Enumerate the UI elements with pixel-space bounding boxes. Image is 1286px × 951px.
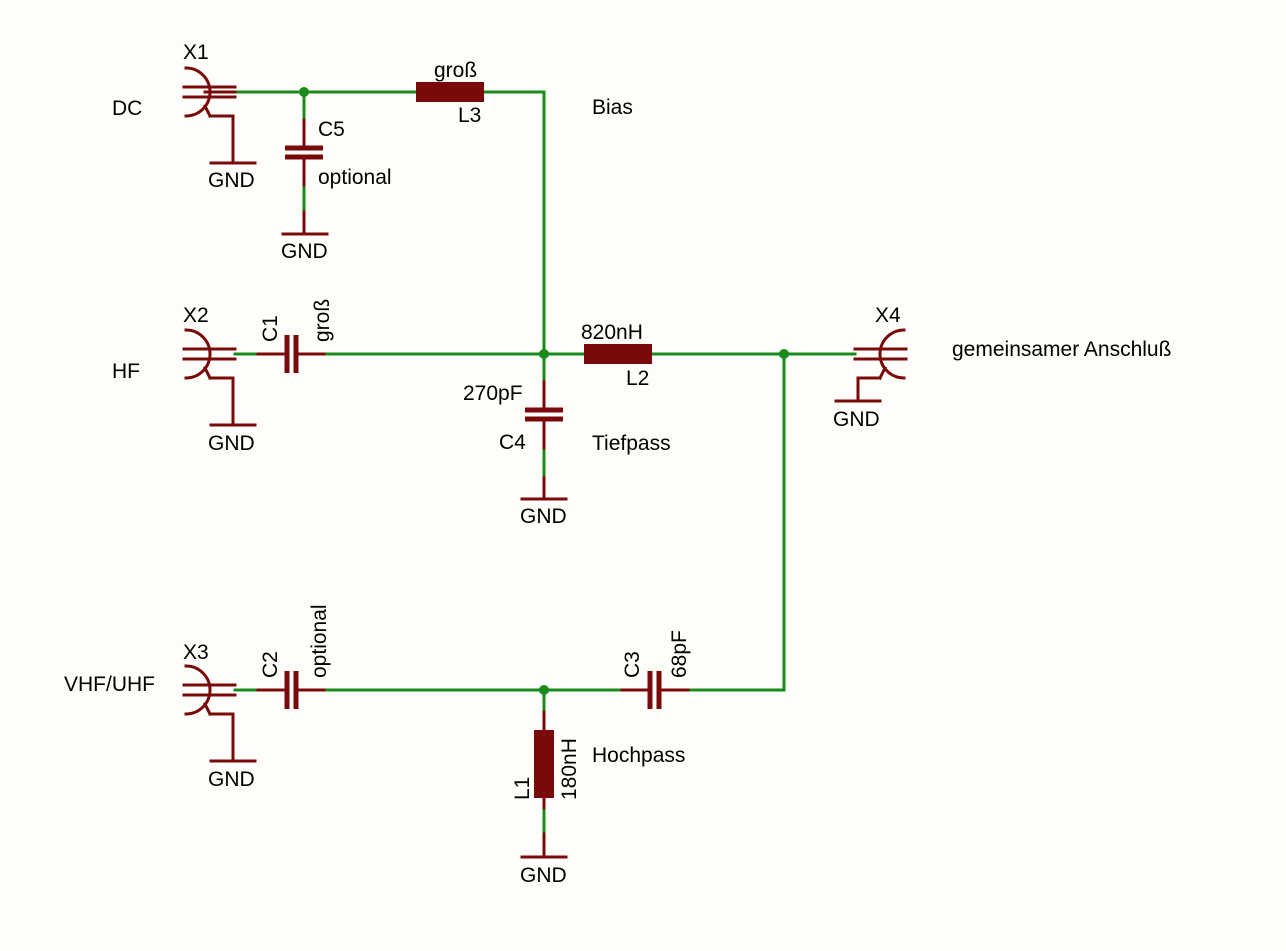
inductor-l1 [534, 710, 554, 810]
c5-value: optional [318, 166, 392, 189]
junction-dc [299, 87, 309, 97]
gnd-label-x2: GND [208, 432, 255, 455]
label-x4: X4 [875, 304, 901, 327]
c4-value: 270pF [463, 382, 523, 405]
connector-x3 [182, 664, 237, 762]
label-vhf-uhf: VHF/UHF [64, 673, 155, 696]
capacitor-c5 [285, 118, 323, 187]
gnd-label-x1: GND [208, 169, 255, 192]
c4-name: C4 [499, 431, 526, 454]
capacitor-c4 [525, 380, 563, 450]
connector-x2 [182, 328, 237, 426]
c1-value: groß [311, 299, 334, 342]
label-hf: HF [112, 360, 140, 383]
label-common: gemeinsamer Anschluß [952, 338, 1171, 361]
c1-name: C1 [259, 315, 282, 342]
gnd-label-l1: GND [520, 864, 567, 887]
gnd-label-c4: GND [520, 505, 567, 528]
capacitor-c1 [256, 335, 326, 373]
c2-value: optional [308, 604, 331, 678]
label-lowpass: Tiefpass [592, 432, 671, 455]
junction-common [779, 349, 789, 359]
label-x1: X1 [183, 41, 209, 64]
gnd-label-x3: GND [208, 768, 255, 791]
l1-name: L1 [511, 777, 534, 800]
ground-symbols [209, 161, 882, 859]
capacitor-c3 [620, 671, 690, 709]
c3-value: 68pF [668, 630, 691, 678]
l3-value: groß [434, 59, 477, 82]
label-bias: Bias [592, 96, 633, 119]
label-x3: X3 [183, 641, 209, 664]
gnd-label-c5: GND [281, 240, 328, 263]
inductor-l3 [416, 82, 484, 102]
l2-name: L2 [626, 367, 649, 390]
connector-x1 [182, 66, 237, 164]
capacitor-c2 [256, 671, 326, 709]
l2-value: 820nH [581, 321, 643, 344]
gnd-label-x4: GND [833, 408, 880, 431]
inductor-l2 [584, 344, 652, 364]
l3-name: L3 [458, 104, 481, 127]
junction-hf [539, 349, 549, 359]
c3-name: C3 [621, 651, 644, 678]
c5-name: C5 [318, 118, 345, 141]
l1-value: 180nH [558, 738, 581, 800]
label-highpass: Hochpass [592, 744, 685, 767]
label-x2: X2 [183, 304, 209, 327]
label-dc: DC [112, 97, 142, 120]
c2-name: C2 [259, 651, 282, 678]
junction-vhf [539, 685, 549, 695]
connector-x4 [853, 328, 908, 402]
